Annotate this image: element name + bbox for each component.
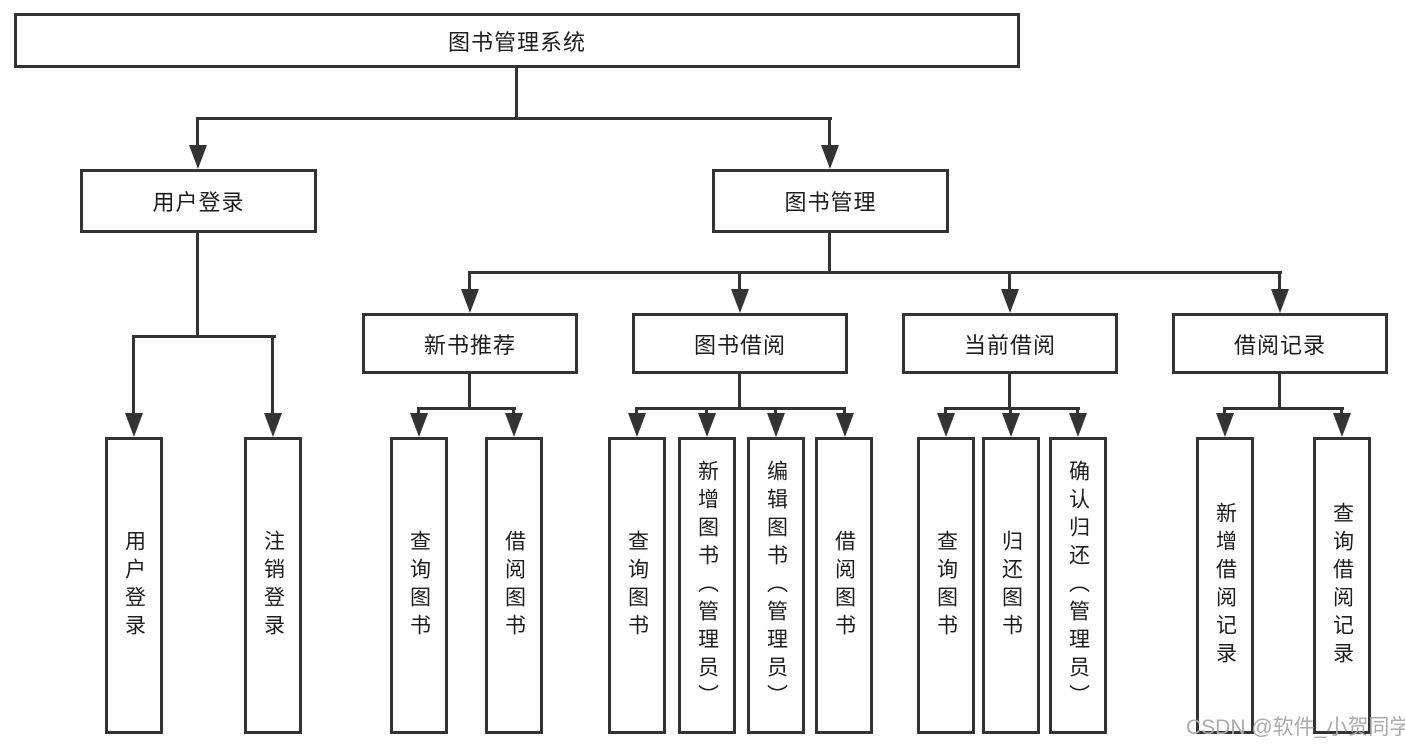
connector-current-borrow-rail [944, 407, 1080, 410]
arrowhead-bb-edit [767, 413, 785, 437]
connector-current-borrow-stem [1008, 374, 1011, 410]
leaf-borrow-add-books-admin: 新增图书（管理员） [678, 437, 736, 734]
arrowhead-leaf-logout [264, 413, 282, 437]
connector-to-borrow-record [1278, 271, 1281, 293]
node-root-label: 图书管理系统 [447, 29, 586, 55]
leaf-current-return-books: 归还图书 [982, 437, 1040, 734]
connector-to-nb-borrow [512, 407, 515, 417]
arrowhead-book-mgmt [821, 145, 839, 169]
connector-to-leaf-logout [271, 335, 274, 415]
connector-to-br-query [1340, 407, 1343, 417]
connector-to-cb-query [944, 407, 947, 417]
node-user-login: 用户登录 [80, 169, 317, 233]
leaf-current-query-books: 查询图书 [917, 437, 975, 734]
connector-to-book-mgmt [828, 117, 831, 149]
csdn-watermark: CSDN @软件_小贺同学 [1186, 716, 1405, 739]
arrowhead-current-borrow [1001, 289, 1019, 313]
leaf-current-query-books-label: 查询图书 [934, 529, 958, 642]
connector-level2-rail [468, 271, 1282, 274]
arrowhead-cb-confirm [1069, 413, 1087, 437]
node-book-borrow-label: 图书借阅 [693, 332, 786, 358]
leaf-logout-label: 注销登录 [261, 529, 285, 642]
node-borrow-record: 借阅记录 [1172, 313, 1388, 374]
connector-user-login-rail [132, 335, 276, 338]
node-root: 图书管理系统 [14, 13, 1020, 68]
leaf-borrow-add-books-admin-label: 新增图书（管理员） [695, 459, 719, 712]
connector-borrow-record-rail [1223, 407, 1344, 410]
arrowhead-cb-query [937, 413, 955, 437]
node-borrow-record-label: 借阅记录 [1233, 332, 1326, 358]
connector-to-new-book-rec [468, 271, 471, 293]
leaf-borrow-borrow-books-label: 借阅图书 [832, 529, 856, 642]
arrowhead-nb-query [410, 413, 428, 437]
connector-new-book-rec-rail [417, 407, 516, 410]
connector-to-leaf-user-login [132, 335, 135, 415]
connector-root-stem [515, 68, 518, 120]
arrowhead-cb-return [1002, 413, 1020, 437]
arrowhead-new-book-rec [461, 289, 479, 313]
connector-to-bb-query [635, 407, 638, 417]
connector-to-bb-edit [774, 407, 777, 417]
leaf-newbook-query-books-label: 查询图书 [407, 529, 431, 642]
node-book-borrow: 图书借阅 [632, 313, 848, 374]
leaf-newbook-borrow-books-label: 借阅图书 [502, 529, 526, 642]
arrowhead-br-query [1333, 413, 1351, 437]
connector-to-cb-return [1009, 407, 1012, 417]
leaf-current-return-books-label: 归还图书 [999, 529, 1023, 642]
connector-to-bb-borrow [843, 407, 846, 417]
arrowhead-borrow-record [1271, 289, 1289, 313]
connector-to-bb-add [705, 407, 708, 417]
leaf-record-add-record: 新增借阅记录 [1196, 437, 1254, 734]
node-new-book-rec: 新书推荐 [362, 313, 578, 374]
arrowhead-nb-borrow [505, 413, 523, 437]
connector-borrow-record-stem [1278, 374, 1281, 410]
leaf-borrow-query-books: 查询图书 [608, 437, 666, 734]
node-book-mgmt-label: 图书管理 [784, 190, 877, 215]
leaf-logout: 注销登录 [244, 437, 302, 734]
leaf-borrow-edit-books-admin: 编辑图书（管理员） [747, 437, 805, 734]
connector-new-book-rec-stem [468, 374, 471, 410]
leaf-borrow-query-books-label: 查询图书 [625, 529, 649, 642]
connector-user-login-stem [196, 233, 199, 338]
connector-to-user-login [196, 117, 199, 149]
node-book-mgmt: 图书管理 [712, 169, 949, 233]
leaf-user-login-label: 用户登录 [122, 529, 146, 642]
connector-to-cb-confirm [1076, 407, 1079, 417]
leaf-current-confirm-return-admin-label: 确认归还（管理员） [1066, 459, 1090, 712]
leaf-record-add-record-label: 新增借阅记录 [1213, 501, 1237, 670]
leaf-current-confirm-return-admin: 确认归还（管理员） [1049, 437, 1107, 734]
connector-to-br-add [1223, 407, 1226, 417]
connector-book-borrow-stem [738, 374, 741, 410]
node-user-login-label: 用户登录 [152, 190, 245, 215]
connector-to-current-borrow [1008, 271, 1011, 293]
leaf-newbook-borrow-books: 借阅图书 [485, 437, 543, 734]
arrowhead-bb-query [628, 413, 646, 437]
connector-level1-rail [196, 117, 832, 120]
connector-to-book-borrow [738, 271, 741, 293]
leaf-record-query-record-label: 查询借阅记录 [1330, 501, 1354, 670]
leaf-newbook-query-books: 查询图书 [390, 437, 448, 734]
node-current-borrow: 当前借阅 [902, 313, 1118, 374]
connector-to-nb-query [417, 407, 420, 417]
arrowhead-bb-borrow [836, 413, 854, 437]
arrowhead-leaf-user-login [125, 413, 143, 437]
arrowhead-user-login [189, 145, 207, 169]
arrowhead-book-borrow [731, 289, 749, 313]
leaf-borrow-borrow-books: 借阅图书 [815, 437, 873, 734]
leaf-record-query-record: 查询借阅记录 [1313, 437, 1371, 734]
leaf-user-login: 用户登录 [105, 437, 163, 734]
connector-book-borrow-rail [635, 407, 846, 410]
node-new-book-rec-label: 新书推荐 [423, 332, 516, 358]
connector-book-mgmt-stem [828, 233, 831, 274]
node-current-borrow-label: 当前借阅 [963, 332, 1056, 358]
leaf-borrow-edit-books-admin-label: 编辑图书（管理员） [764, 459, 788, 712]
arrowhead-bb-add [698, 413, 716, 437]
arrowhead-br-add [1216, 413, 1234, 437]
